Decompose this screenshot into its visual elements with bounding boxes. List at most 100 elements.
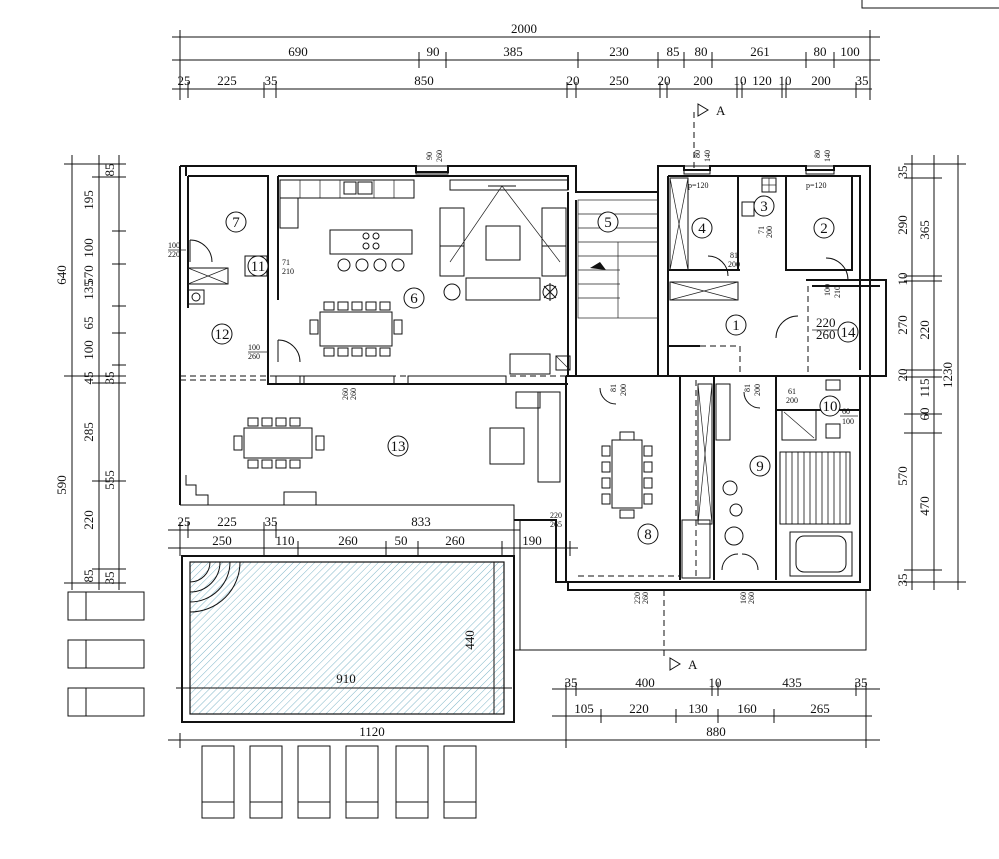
dim-left-inner: 135: [81, 280, 96, 300]
dim-bottom-r2: 220: [629, 701, 649, 716]
room-marker: 12: [211, 323, 233, 345]
door-label: 100: [823, 284, 832, 296]
room-number: 1: [732, 318, 740, 334]
door-label: 60: [842, 407, 850, 416]
section-marks: A A: [663, 103, 726, 672]
dim-right-inner: 470: [917, 496, 932, 516]
closets: [187, 177, 739, 525]
dim-bottom-r2: 160: [737, 701, 757, 716]
room-marker: 10: [819, 395, 841, 417]
dim-top-r2: 10: [734, 73, 747, 88]
dim-left-inner: 85: [81, 570, 96, 583]
room-number: 12: [215, 327, 230, 343]
door-label: 220: [633, 592, 642, 604]
room-number: 4: [698, 221, 706, 237]
door-label: 260: [341, 388, 350, 400]
dim-top-r2: 250: [609, 73, 629, 88]
section-mark-label: A: [688, 657, 698, 672]
dim-top-total: 2000: [511, 21, 537, 36]
room-marker: 9: [749, 455, 771, 477]
dim-pool-r2: 250: [212, 533, 232, 548]
dim-pool-r2: 110: [275, 533, 294, 548]
door-label: 260: [747, 592, 756, 604]
pool-width-label: 910: [336, 671, 356, 686]
door-label: 220: [816, 315, 836, 330]
dim-bottom-total: 880: [706, 724, 726, 739]
dim-right-inner: 35: [895, 574, 910, 587]
pool: 910 440: [176, 555, 515, 723]
dim-top-r2: 20: [567, 73, 580, 88]
top-dimensions: 2000 690 90 385 230 85 80 261 80 100 25 …: [172, 21, 880, 100]
dim-right-inner: 290: [895, 215, 910, 235]
room-marker: 2: [813, 217, 835, 239]
door-label: 61: [788, 387, 796, 396]
dim-top-r1: 85: [667, 44, 680, 59]
dim-bottom-r1: 35: [855, 675, 868, 690]
dim-top-r2: 35: [265, 73, 278, 88]
door-label: 200: [753, 384, 762, 396]
room-marker: 1: [725, 314, 747, 336]
room-marker-circle: [597, 211, 619, 233]
dim-left-mid: 220: [81, 510, 96, 530]
dining-table-room8: [601, 431, 653, 519]
room-marker-circle: [247, 255, 269, 277]
dim-left-inner: 100: [81, 340, 96, 360]
door-label: 100: [248, 343, 260, 352]
dim-top-r2: 25: [178, 73, 191, 88]
door-label: 220: [550, 511, 562, 520]
dim-left-inner: 35: [102, 572, 117, 585]
dim-right-inner: 10: [895, 273, 910, 286]
door-label: 81: [743, 384, 752, 392]
door-label: 160: [739, 592, 748, 604]
room-number: 2: [820, 221, 828, 237]
room-marker-circle: [813, 217, 835, 239]
dim-top-r2: 120: [752, 73, 772, 88]
pool-dimensions: 25 225 35 833 250 110 260 50 260 190: [168, 514, 578, 556]
dim-top-r2: 35: [856, 73, 869, 88]
kitchen-counter: [279, 179, 569, 272]
room-number: 10: [823, 399, 838, 415]
room-marker-circle: [753, 195, 775, 217]
dim-right-inner: 115: [917, 378, 932, 397]
room-marker: 4: [691, 217, 713, 239]
room-marker: 6: [403, 287, 425, 309]
section-mark-label: A: [716, 103, 726, 118]
dim-top-r1: 80: [814, 44, 827, 59]
dim-left-small: 35: [102, 372, 117, 385]
door-label: 81: [730, 251, 738, 260]
dim-left-inner: 195: [81, 190, 96, 210]
door-label: 220: [168, 250, 180, 259]
dim-bottom-total: 1120: [359, 724, 385, 739]
pool-height-label: 440: [462, 630, 477, 650]
door-label: 260: [435, 150, 444, 162]
dim-left-mid: 285: [81, 422, 96, 442]
dim-left-outer: 590: [54, 475, 69, 495]
dim-bottom-r1: 400: [635, 675, 655, 690]
room-marker: 11: [247, 255, 269, 277]
dim-right-inner: 270: [895, 315, 910, 335]
door-label: 265: [550, 520, 562, 529]
room-number: 7: [232, 215, 240, 231]
window-tag: p=120: [806, 181, 827, 190]
room-marker-circle: [387, 435, 409, 457]
room-marker-circle: [691, 217, 713, 239]
dim-pool-r2: 50: [395, 533, 408, 548]
dim-top-r1: 690: [288, 44, 308, 59]
staircase: [577, 199, 659, 319]
door-label: 260: [641, 592, 650, 604]
room-marker-circle: [819, 395, 841, 417]
room-number: 14: [841, 325, 857, 341]
plant-symbol: [542, 283, 558, 301]
dim-pool-r1: 35: [265, 514, 278, 529]
living-sofa-set: [439, 185, 567, 483]
dining-table-terrace: [233, 417, 325, 469]
room-number: 8: [644, 527, 652, 543]
room-marker-circle: [725, 314, 747, 336]
door-labels: 100 220 100 260 71 210 90 260 80 140 80 …: [168, 150, 858, 604]
door-label: 80: [813, 150, 822, 158]
dim-left-mid: 570: [81, 265, 96, 285]
door-label: 140: [703, 150, 712, 162]
dim-bottom-r2: 265: [810, 701, 830, 716]
dim-left-small: 45: [81, 372, 96, 385]
